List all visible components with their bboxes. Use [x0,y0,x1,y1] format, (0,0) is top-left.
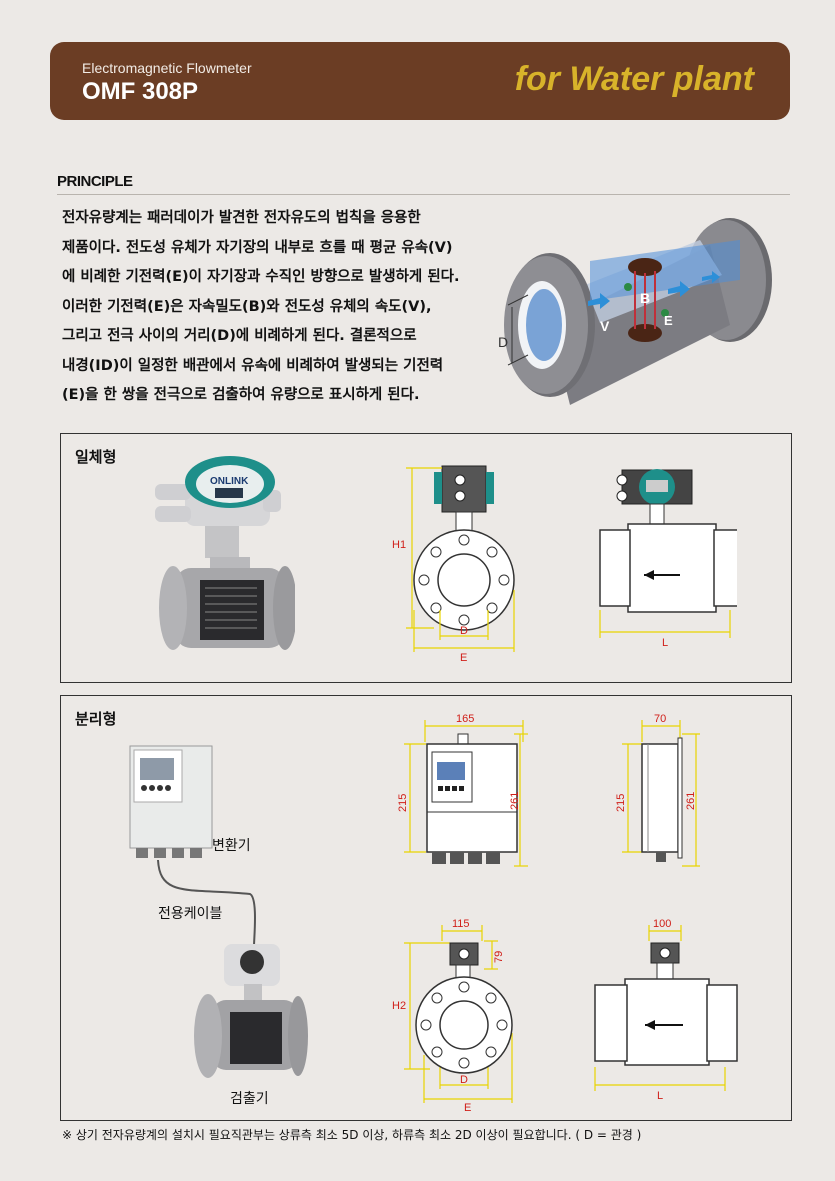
principle-divider [57,194,790,195]
cable-line [157,859,256,947]
integral-product-image: ONLINK [155,456,295,650]
integral-type-label: 일체형 [75,448,117,466]
velocity-label: V [600,318,610,334]
converter-depth-label: 70 [654,713,666,725]
sensor-head-width-label: 115 [452,918,470,930]
sensor-caption: 검출기 [230,1091,269,1107]
principle-line: 전자유량계는 패러데이가 발견한 전자유도의 법칙을 응용한 [62,210,421,226]
principle-text: 전자유량계는 패러데이가 발견한 전자유도의 법칙을 응용한 제품이다. 전도성… [62,204,502,411]
header-banner: Electromagnetic Flowmeter OMF 308P for W… [50,42,790,120]
brand-label: ONLINK [210,476,249,487]
h2-label: H2 [392,1000,406,1012]
sensor-head-height-label: 79 [493,951,505,963]
principle-line: (E)을 한 쌍을 전극으로 검출하여 유량으로 표시하게 된다. [62,387,420,403]
integral-side-drawing: L [599,469,737,649]
converter-side-drawing: 70 215 261 [615,713,700,867]
principle-diagram: V B E D [498,218,772,405]
cable-caption: 전용케이블 [158,906,223,922]
emf-label: E [664,313,673,328]
sensor-side-drawing: 100 L [594,918,738,1102]
sensor-e-label: E [464,1102,471,1114]
principle-line: 에 비례한 기전력(E)이 자기장과 수직인 방향으로 발생하게 된다. [62,269,460,285]
converter-front-drawing: 165 215 261 [397,713,528,867]
converter-caption: 변환기 [212,838,251,854]
principle-line: 제품이다. 전도성 유체가 자기장의 내부로 흐를 때 평균 유속(V) [62,239,453,256]
header-model: OMF 308P [82,78,199,105]
converter-image [129,745,213,858]
principle-line: 내경(ID)이 일정한 배관에서 유속에 비례하여 발생되는 기전력 [62,357,444,374]
sensor-d-label: D [460,1074,468,1086]
integral-front-drawing: H1 D E [392,465,515,664]
converter-side-inner-label: 215 [615,794,627,812]
header-subtitle: Electromagnetic Flowmeter [82,60,252,76]
principle-line: 그리고 전극 사이의 거리(D)에 비례하게 된다. 결론적으로 [62,328,417,344]
converter-height-inner-label: 215 [397,794,409,812]
converter-side-total-label: 261 [685,792,697,810]
sensor-image [194,944,308,1078]
l-label: L [662,637,668,649]
flux-label: B [640,290,650,306]
header-tagline: for Water plant [514,60,754,98]
converter-height-total-label: 261 [509,792,521,810]
principle-title: PRINCIPLE [57,173,133,190]
sensor-l-label: L [657,1090,663,1102]
principle-line: 이러한 기전력(E)은 자속밀도(B)와 전도성 유체의 속도(V), [62,298,432,315]
remote-type-label: 분리형 [75,710,117,728]
e-label: E [460,652,467,664]
h1-label: H1 [392,539,406,551]
sensor-side-head-label: 100 [653,918,671,930]
diameter-label: D [498,334,508,350]
d-label: D [460,625,468,637]
sensor-front-drawing: 115 79 H2 D E [392,918,513,1114]
converter-width-label: 165 [456,713,474,725]
installation-footnote: ※ 상기 전자유량계의 설치시 필요직관부는 상류측 최소 5D 이상, 하류측… [62,1128,642,1142]
